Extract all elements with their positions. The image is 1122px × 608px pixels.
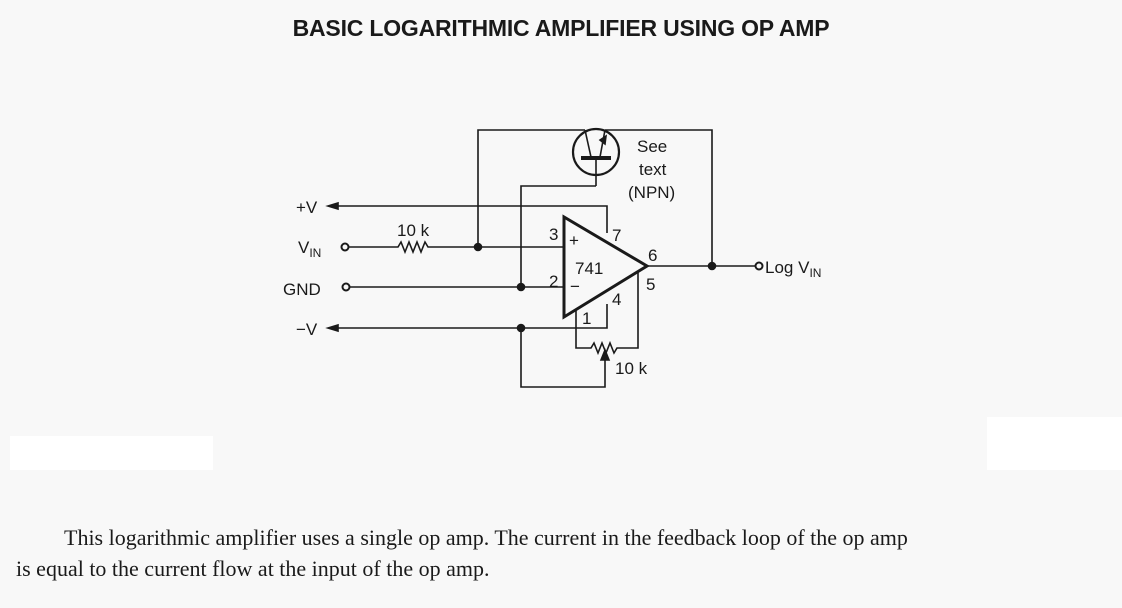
vin-sub: IN [309,246,321,260]
transistor-note-3: (NPN) [628,183,675,202]
opamp-plus-label: + [569,231,579,250]
caption-line-1: This logarithmic amplifier uses a single… [64,525,908,550]
pin-1: 1 [582,309,591,328]
junction-dot [473,242,483,252]
pin-4: 4 [612,290,621,309]
wiper-arrow-icon [599,347,611,361]
gnd-label: GND [283,280,321,299]
vin-wire [349,239,564,255]
output-terminal[interactable] [754,261,764,271]
pin-6: 6 [648,246,657,265]
arrow-icon [325,323,339,333]
plus-v-wire [336,205,608,233]
input-resistor-label: 10 k [397,221,430,240]
base-wire [520,185,596,287]
wiper-wire [520,328,606,388]
npn-transistor-icon [571,127,621,186]
arrow-icon [325,201,339,211]
caption: This logarithmic amplifier uses a single… [16,522,1116,584]
junction-dot [707,261,717,271]
vin-terminal[interactable] [340,242,350,252]
minus-v-wire [336,304,608,329]
feedback-wire-right [605,129,713,266]
vin-main: V [298,238,310,257]
junction-dot [516,282,526,292]
pin-3: 3 [549,225,558,244]
scan-blank-patch-right [987,417,1122,470]
pin-2: 2 [549,272,558,291]
output-sub: IN [809,266,821,280]
transistor-note-2: text [639,160,667,179]
offset-pot-label: 10 k [615,359,648,378]
vin-label: VIN [298,238,321,260]
scan-blank-patch-left [10,436,213,470]
transistor-note-1: See [637,137,667,156]
opamp-741 [562,214,650,320]
output-label: Log VIN [765,258,821,280]
output-main: Log V [765,258,810,277]
plus-v-label: +V [296,198,318,217]
opamp-minus-label: − [570,277,580,296]
title-text: BASIC LOGARITHMIC AMPLIFIER USING OP AMP [292,15,830,41]
gnd-terminal[interactable] [341,282,351,292]
minus-v-label: −V [296,320,318,339]
offset-pot [575,272,639,356]
pin-7: 7 [612,226,621,245]
pin-5: 5 [646,275,655,294]
opamp-part-label: 741 [575,259,603,278]
caption-line-2: is equal to the current flow at the inpu… [16,556,490,581]
feedback-wire [477,129,585,247]
page-title: BASIC LOGARITHMIC AMPLIFIER USING OP AMP [0,15,1122,42]
